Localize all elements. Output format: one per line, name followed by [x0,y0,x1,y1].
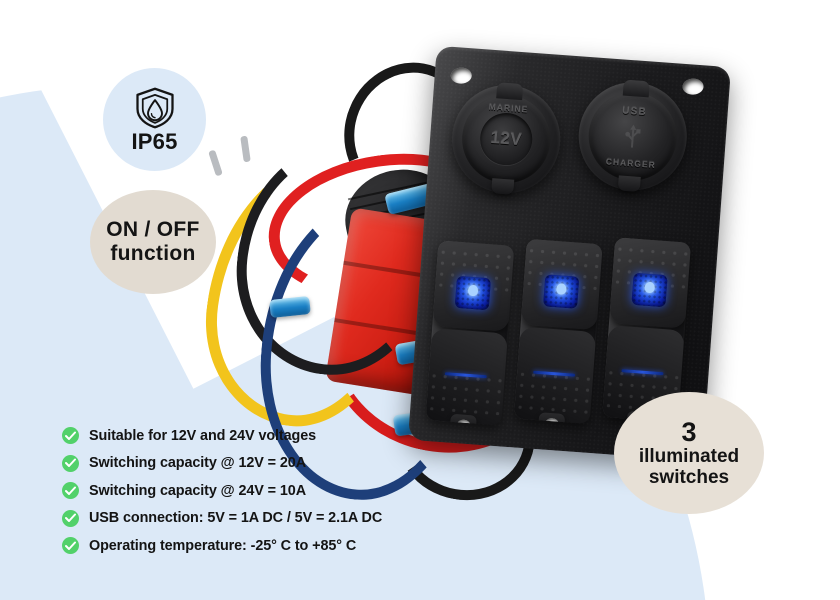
shield-droplet-icon [135,87,174,129]
rocker-grip-texture [514,368,594,414]
product-image: MARINE 12V USB [150,40,810,512]
socket-12v-center: 12V [478,111,535,167]
badge-switch-count-number: 3 [681,416,697,447]
socket-12v-label: 12V [489,127,523,150]
rocker-lower-face[interactable] [425,328,508,426]
rocker-upper-face[interactable] [520,238,603,331]
feature-text: USB connection: 5V = 1A DC / 5V = 2.1A D… [89,510,383,526]
rocker-upper-face[interactable] [432,240,515,332]
usb-trident-icon [625,124,641,148]
wire-terminal-tip [240,135,251,163]
check-circle-icon [62,482,79,499]
badge-switch-count-line1: illuminated [638,445,740,467]
list-item: Operating temperature: -25° C to +85° C [62,537,482,554]
list-item: Suitable for 12V and 24V voltages [62,427,482,444]
socket-usb-top-text: USB [621,105,648,119]
led-indicator [454,275,491,311]
check-circle-icon [62,427,79,444]
check-circle-icon [62,454,79,472]
cap-hinge [622,79,650,98]
feature-list: Suitable for 12V and 24V voltages Switch… [62,427,482,565]
cap-pull-tab[interactable] [617,175,641,192]
cap-hinge [496,82,524,101]
socket-usb-bottom-text: CHARGER [605,156,657,171]
badge-on-off-line2: function [110,242,196,265]
feature-text: Switching capacity @ 24V = 10A [89,482,306,499]
rocker-lower-face[interactable] [513,326,597,424]
socket-cap-icon[interactable]: USB CHARGER [585,79,680,192]
check-circle-icon [62,537,79,554]
check-circle-icon [62,509,79,527]
socket-usb[interactable]: USB CHARGER [574,78,691,195]
list-item: Switching capacity @ 12V = 20A [62,454,482,472]
list-item: Switching capacity @ 24V = 10A [62,482,482,499]
badge-ip65: IP65 [103,68,206,171]
badge-switch-count: 3 illuminated switches [614,392,764,514]
badge-on-off: ON / OFF function [90,190,216,294]
switch-panel: MARINE 12V USB [407,45,732,462]
list-item: USB connection: 5V = 1A DC / 5V = 2.1A D… [62,509,482,527]
badge-ip65-label: IP65 [131,129,178,154]
feature-text: Suitable for 12V and 24V voltages [89,427,317,444]
led-indicator [543,274,580,309]
feature-text: Switching capacity @ 12V = 20A [89,455,306,471]
wire-terminal-tip [208,149,223,177]
rocker-switch-1[interactable] [425,240,515,426]
badge-switch-count-line2: switches [648,467,730,489]
rocker-switch-2[interactable] [513,238,603,424]
rocker-upper-face[interactable] [609,237,692,329]
led-indicator [631,272,668,308]
badge-on-off-line1: ON / OFF [106,218,200,242]
socket-cap-icon[interactable]: MARINE 12V [459,82,554,195]
feature-text: Operating temperature: -25° C to +85° C [89,537,357,554]
cap-pull-tab[interactable] [491,178,515,195]
rocker-grip-texture [426,370,505,416]
